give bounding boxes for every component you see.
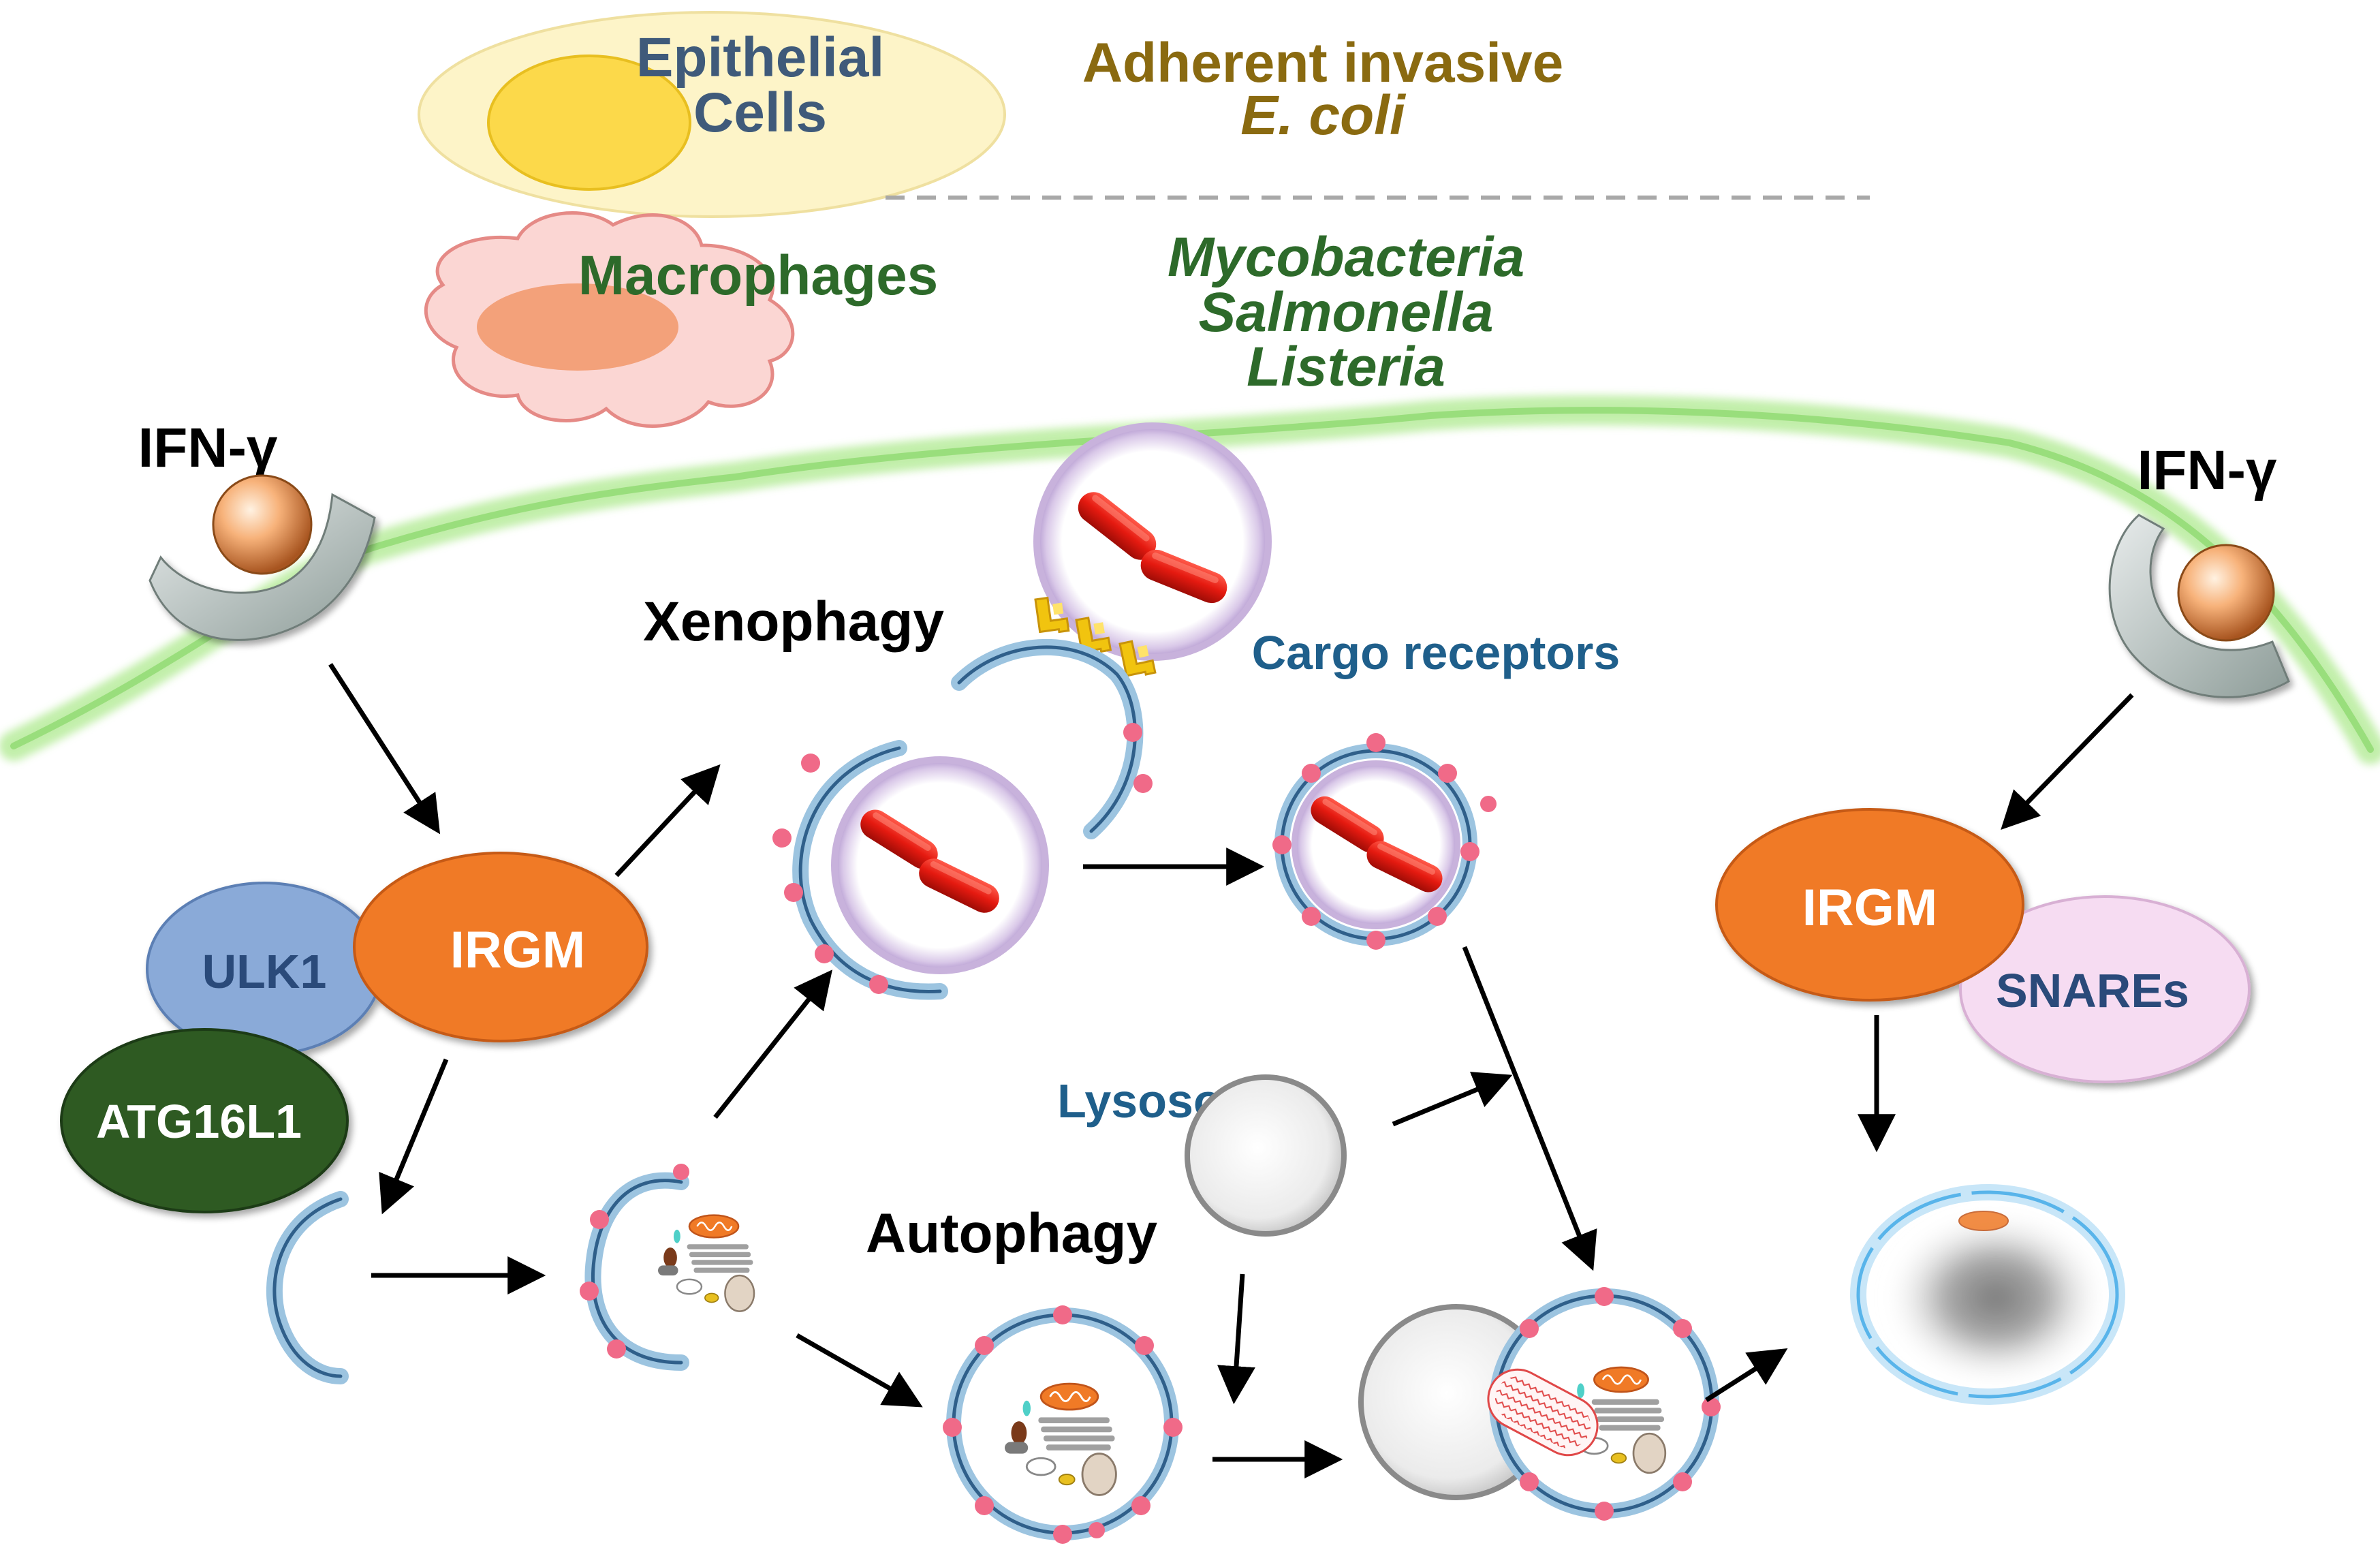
- epithelial-cell-icon: [418, 11, 1006, 218]
- arrow-ifn-to-irgm-right: [2001, 693, 2134, 831]
- autolysosome-fusing: [1358, 1287, 1721, 1521]
- irgm-right-node: [1715, 808, 2024, 1002]
- arrow-lysosome-to-fusion: [1392, 1072, 1513, 1127]
- macrophages-label: Macrophages: [578, 245, 939, 307]
- pathogen-label-listeria: Listeria: [1247, 336, 1445, 398]
- xenophagy-label: Xenophagy: [643, 591, 944, 653]
- pathogen-label-mycobacteria: Mycobacteria: [1168, 226, 1524, 288]
- ifn-gamma-ligand-left: [212, 474, 313, 575]
- epithelial-label-line2: Cells: [693, 82, 827, 144]
- ulk1-label: ULK1: [202, 945, 327, 998]
- cargo-receptors-label: Cargo receptors: [1252, 626, 1620, 679]
- lc3-dots-receptor: [1123, 723, 1153, 793]
- autophagy-label: Autophagy: [866, 1203, 1158, 1265]
- ifn-receptor-right: [2108, 514, 2290, 698]
- arrow-xenophagosome-to-fusion: [1462, 946, 1597, 1271]
- macrophage-icon: [424, 211, 795, 428]
- irgm-right-label: IRGM: [1802, 879, 1937, 937]
- aiec-label-line2: E. coli: [1240, 84, 1407, 146]
- phagophore-empty: [266, 1191, 349, 1384]
- arrow-fusion-to-degradation: [1705, 1348, 1788, 1402]
- xenophagosome-forming: [772, 740, 1049, 1000]
- phagophore-with-cargo: [580, 1164, 755, 1371]
- protein-complex-right: [1715, 808, 2251, 1083]
- snares-node: [1959, 895, 2251, 1083]
- arrow-irgm-to-xenophagy: [614, 764, 721, 878]
- arrow-lysosome-down: [1217, 1273, 1255, 1405]
- pathway-arrows: [328, 663, 2134, 1478]
- vacuole-bacterium-invading: [1033, 422, 1272, 661]
- protein-complex-left: [60, 852, 648, 1213]
- epithelial-label-line1: Epithelial: [636, 27, 885, 89]
- xenophagosome-complete: [1272, 733, 1497, 950]
- pathogen-label-salmonella: Salmonella: [1199, 281, 1494, 343]
- atg16l1-label: ATG16L1: [96, 1095, 302, 1148]
- arrow-cargo-to-autophagosome: [796, 1333, 923, 1408]
- atg16l1-node: [60, 1028, 349, 1213]
- ifn-receptor-left: [148, 493, 376, 641]
- degradation-vesicle: [1850, 1184, 2125, 1405]
- lysosome: [1185, 1074, 1347, 1237]
- autophagosome-complete: [943, 1305, 1183, 1544]
- irgm-left-label: IRGM: [450, 921, 585, 979]
- ifn-gamma-left-label: IFN-γ: [138, 417, 278, 479]
- ifn-gamma-ligand-right: [2177, 544, 2275, 642]
- aiec-label-line1: Adherent invasive: [1082, 32, 1563, 94]
- snares-label: SNAREs: [1996, 964, 2189, 1017]
- irgm-left-node: [353, 852, 648, 1042]
- arrow-irgm-to-phagophore: [379, 1058, 449, 1215]
- arrow-ifn-to-irgm-left: [328, 663, 441, 835]
- ifn-gamma-right-label: IFN-γ: [2138, 439, 2277, 501]
- arrow-cargo-to-xenophagosome: [713, 969, 832, 1119]
